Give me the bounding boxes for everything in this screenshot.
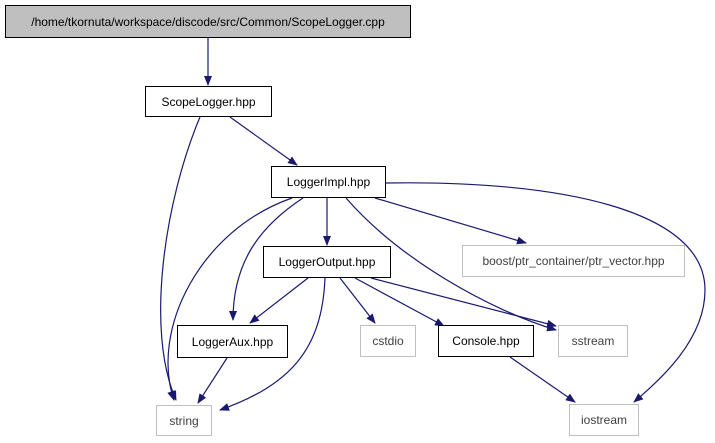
edge-loggerimpl-to-loggeraux bbox=[229, 197, 304, 321]
node-console-hpp: Console.hpp bbox=[438, 325, 534, 357]
node-loggeroutput-hpp: LoggerOutput.hpp bbox=[263, 246, 391, 278]
node-ptr-vector-hpp: boost/ptr_container/ptr_vector.hpp bbox=[462, 245, 685, 277]
node-scopelogger-cpp: /home/tkornuta/workspace/discode/src/Com… bbox=[5, 5, 411, 38]
node-loggeraux-hpp: LoggerAux.hpp bbox=[177, 325, 288, 358]
node-iostream: iostream bbox=[569, 404, 639, 436]
edge-loggeroutput-to-string bbox=[219, 277, 326, 411]
edge-loggeroutput-to-sstream bbox=[370, 277, 557, 328]
edge-loggerimpl-to-sstream bbox=[345, 197, 557, 332]
node-sstream: sstream bbox=[558, 325, 628, 357]
node-cstdio: cstdio bbox=[360, 325, 416, 357]
node-loggerimpl-hpp: LoggerImpl.hpp bbox=[271, 166, 386, 198]
edge-loggeroutput-to-cstdio bbox=[339, 277, 376, 324]
edge-scopelogger-to-string bbox=[160, 116, 201, 401]
edge-scopelogger-to-loggerimpl bbox=[229, 116, 298, 166]
edge-loggerimpl-to-iostream bbox=[384, 182, 706, 403]
node-string: string bbox=[156, 405, 212, 436]
edge-loggeroutput-to-console bbox=[354, 277, 445, 327]
edge-loggerimpl-to-ptrvector bbox=[374, 197, 527, 245]
edge-loggeroutput-to-loggeraux bbox=[249, 277, 309, 324]
edge-loggeraux-to-string bbox=[197, 357, 228, 404]
edge-loggerimpl-to-string bbox=[167, 197, 293, 401]
node-scopelogger-hpp: ScopeLogger.hpp bbox=[145, 86, 272, 117]
edge-console-to-iostream bbox=[509, 356, 576, 403]
